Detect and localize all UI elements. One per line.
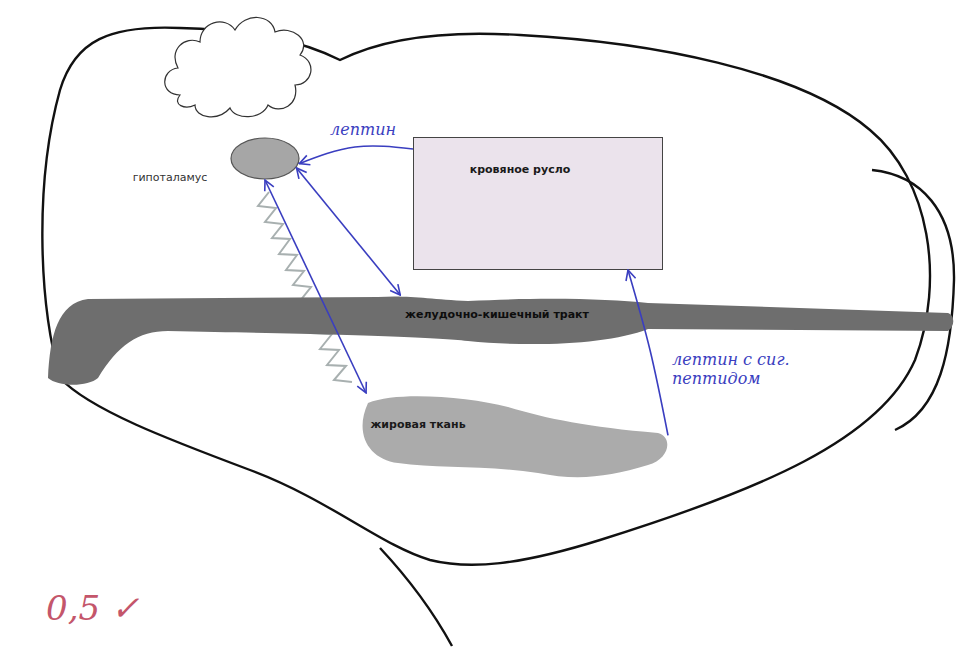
outline-shape	[48, 296, 953, 384]
hormone-label: лептин с сиг. пептидом	[672, 350, 802, 388]
outline-shape	[363, 396, 668, 477]
node-label: кровяное русло	[470, 163, 571, 177]
hypothalamus-ellipse-shape	[230, 137, 300, 180]
mouse-leg	[380, 548, 452, 646]
edge-label-holder: лептин с сиг. пептидом	[672, 350, 802, 388]
edge-label-holder: лептин	[330, 120, 396, 139]
hormone-arrow	[265, 180, 366, 393]
mouse-body-outline	[42, 28, 930, 565]
hormone-arrow	[297, 168, 401, 295]
adipose-tissue-blob: жировая ткань	[358, 393, 668, 483]
blood-box: кровяное русло	[413, 137, 663, 270]
hormone-label: лептин	[330, 120, 396, 139]
ellipse-shape	[231, 138, 299, 179]
node-label: жировая ткань	[370, 418, 465, 432]
grade-mark: 0,5 ✓	[46, 588, 139, 628]
nerve-zigzag	[258, 192, 352, 382]
node-label: желудочно-кишечный тракт	[405, 308, 589, 322]
label-holder: 0,5 ✓	[46, 588, 139, 628]
rect-shape	[414, 138, 663, 270]
node-label: гипоталамус	[133, 171, 208, 185]
brain-cloud	[165, 17, 311, 116]
hormone-arrow	[628, 270, 668, 435]
hypothalamus-ellipse: гипоталамус	[230, 137, 300, 180]
gi-tract-band: желудочно-кишечный тракт	[48, 295, 956, 335]
hormone-arrow	[299, 146, 413, 164]
adipose-tissue-blob-shape	[358, 393, 668, 483]
blood-box-shape	[413, 137, 663, 270]
mouse-tail	[872, 170, 954, 430]
